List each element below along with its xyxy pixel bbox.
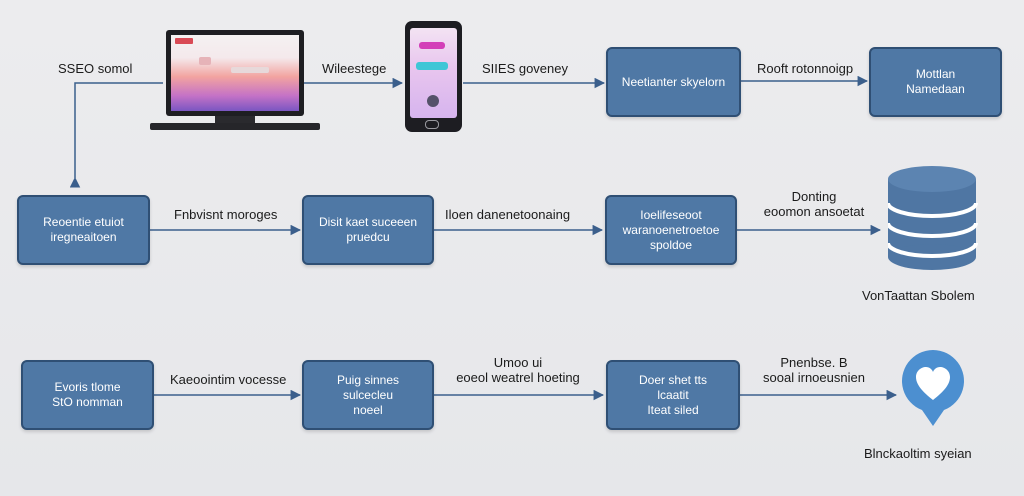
box-r3-right-line-1: Doer shet tts bbox=[638, 372, 708, 387]
box-r2-start-line-2: iregneaitoen bbox=[50, 230, 117, 244]
box-r2-mid-line-1: Disit kaet suceeen bbox=[318, 215, 418, 229]
label-r2-1: Fnbvisnt moroges bbox=[174, 207, 278, 222]
label-r3-1: Kaeoointim vocesse bbox=[170, 372, 287, 387]
box-r3-mid-line-3: noeel bbox=[353, 402, 383, 417]
box-network-system[interactable]: Neetianter skyelorn bbox=[606, 47, 741, 117]
label-sso-tool: SSEO somol bbox=[58, 61, 133, 76]
box-r2-right-line-3: spoldoe bbox=[649, 237, 693, 252]
box-network-system-text: Neetianter skyelorn bbox=[621, 74, 726, 89]
box-r3-right-line-2: lcaatit bbox=[657, 387, 689, 402]
label-r2-3-line-1: Donting bbox=[791, 189, 837, 204]
label-r2-2: Iloen danenetoonaing bbox=[445, 207, 571, 222]
caption-heart-system: Blnckaoltim syeian bbox=[864, 446, 972, 461]
box-r3-mid-line-2: sulcecleu bbox=[342, 387, 393, 402]
box-r2-right[interactable]: Ioelifeseoot waranoenetroetoe spoldoe bbox=[605, 195, 737, 265]
label-device: Wileestege bbox=[322, 61, 387, 76]
database-icon bbox=[888, 166, 978, 270]
box-r3-start-line-1: Evoris tlome bbox=[54, 380, 121, 394]
box-r3-right[interactable]: Doer shet tts lcaatit Iteat siled bbox=[606, 360, 740, 430]
arrow-sso-to-laptop bbox=[69, 82, 163, 188]
box-r2-start[interactable]: Reoentie etuiot iregneaitoen bbox=[17, 195, 150, 265]
heart-pin-icon bbox=[902, 350, 964, 426]
label-r3-3-line-1: Pnenbse. B bbox=[780, 355, 848, 370]
box-right-line-1: Mottlan bbox=[915, 67, 956, 81]
label-gateway: SIIES goveney bbox=[482, 61, 568, 76]
label-r3-3: Pnenbse. B sooal irnoeusnien bbox=[752, 355, 876, 385]
label-r2-3-line-2: eoomon ansoetat bbox=[763, 204, 865, 219]
box-right-line-2: Namedaan bbox=[906, 82, 965, 96]
box-r2-right-line-2: waranoenetroetoe bbox=[622, 222, 720, 237]
label-route: Rooft rotonnoigp bbox=[757, 61, 854, 76]
caption-database: VonTaattan Sbolem bbox=[862, 288, 975, 303]
box-r3-right-line-3: Iteat siled bbox=[647, 402, 699, 417]
label-r3-2-line-1: Umoo ui bbox=[493, 355, 543, 370]
box-r2-mid[interactable]: Disit kaet suceeen pruedcu bbox=[302, 195, 434, 265]
box-r3-start[interactable]: Evoris tlome StO nomman bbox=[21, 360, 154, 430]
label-r2-3: Donting eoomon ansoetat bbox=[755, 189, 873, 219]
box-r2-mid-line-2: pruedcu bbox=[346, 230, 390, 244]
box-r2-right-line-1: Ioelifeseoot bbox=[640, 207, 702, 222]
box-r3-mid[interactable]: Puig sinnes sulcecleu noeel bbox=[302, 360, 434, 430]
box-r3-start-line-2: StO nomman bbox=[52, 395, 123, 409]
box-r2-start-line-1: Reoentie etuiot bbox=[43, 215, 124, 229]
box-r3-mid-line-1: Puig sinnes bbox=[336, 372, 400, 387]
label-r3-2: Umoo ui eoeol weatrel hoeting bbox=[448, 355, 588, 385]
label-r3-3-line-2: sooal irnoeusnien bbox=[763, 370, 865, 385]
box-right-service[interactable]: Mottlan Namedaan bbox=[869, 47, 1002, 117]
label-r3-2-line-2: eoeol weatrel hoeting bbox=[456, 370, 580, 385]
